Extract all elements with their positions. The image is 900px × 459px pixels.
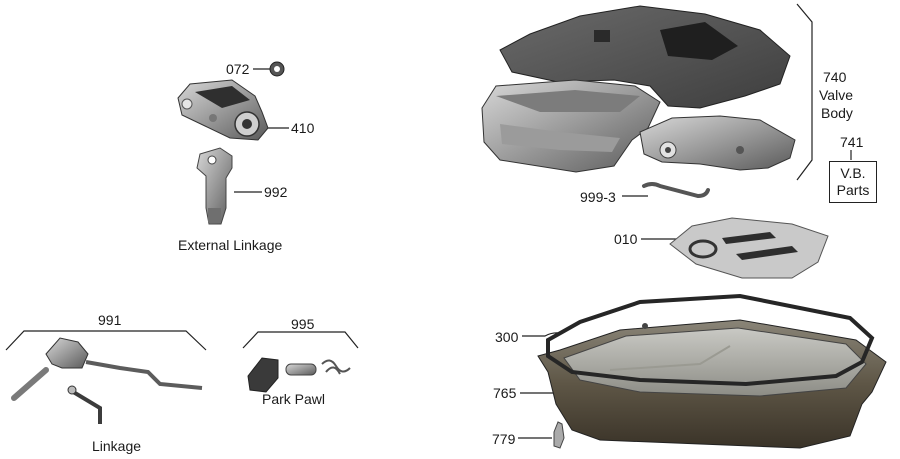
- leader-lines: [5, 3, 852, 439]
- selector-switch-410: [177, 79, 269, 141]
- part-label-779: 779: [492, 431, 516, 447]
- vb-parts-line2: Parts: [836, 182, 870, 198]
- linkage-bracket: [5, 330, 207, 351]
- external-lever-992: [196, 147, 233, 225]
- part-label-992: 992: [264, 184, 288, 200]
- group-label-external-linkage: External Linkage: [178, 237, 283, 253]
- part-label-741: 741: [840, 134, 864, 150]
- vb-parts-box: V.B. Parts: [829, 161, 877, 203]
- filter-010: [669, 217, 829, 279]
- part-label-010: 010: [614, 231, 638, 247]
- valve-body-bracket: [796, 3, 813, 181]
- clip-779: [553, 421, 565, 449]
- part-label-765: 765: [493, 385, 517, 401]
- part-label-410: 410: [291, 120, 315, 136]
- part-label-999-3: 999-3: [580, 189, 616, 205]
- park-pawl-bracket: [242, 331, 359, 349]
- gasket-300: [546, 293, 875, 387]
- valve-body-740: [481, 5, 796, 173]
- part-label-072: 072: [226, 61, 250, 77]
- part-label-300: 300: [495, 329, 519, 345]
- part-label-991: 991: [98, 312, 122, 328]
- park-pawl-995: [247, 357, 351, 393]
- part-label-740: 740: [823, 69, 847, 85]
- vb-parts-line1: V.B.: [840, 165, 866, 181]
- part-label-740-line1: Valve: [819, 87, 853, 103]
- group-label-park-pawl: Park Pawl: [262, 391, 326, 407]
- linkage-991: [11, 337, 203, 424]
- seal-ring-072: [269, 61, 285, 77]
- group-label-linkage: Linkage: [92, 438, 142, 454]
- tube-999-3: [642, 182, 710, 199]
- part-label-740-line2: Body: [821, 105, 853, 121]
- part-label-995: 995: [291, 316, 315, 332]
